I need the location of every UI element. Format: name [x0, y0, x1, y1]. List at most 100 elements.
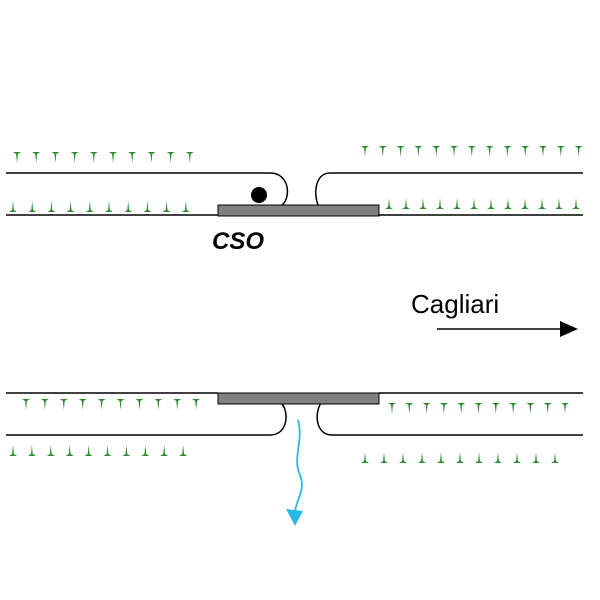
spike-marker — [396, 146, 405, 157]
spike-marker — [51, 152, 60, 163]
spike-marker — [538, 198, 546, 209]
spike-marker — [65, 445, 74, 456]
spike-marker — [173, 399, 182, 410]
spike-marker — [422, 403, 431, 414]
spike-marker — [124, 201, 133, 212]
top-right-track — [315, 172, 583, 206]
spike-marker — [467, 146, 476, 157]
spike-marker — [27, 445, 36, 456]
spike-marker — [78, 399, 87, 410]
spike-marker — [154, 399, 163, 410]
spike-marker — [103, 445, 112, 456]
spike-marker — [521, 146, 530, 157]
spike-marker — [453, 198, 461, 209]
spikes-bottom-lower-left — [9, 445, 188, 456]
bottom-right-track — [316, 402, 583, 436]
spike-marker — [561, 403, 569, 414]
bottom-left-track — [6, 402, 287, 436]
spike-marker — [475, 452, 483, 463]
spike-marker — [59, 399, 68, 410]
spike-marker — [405, 403, 414, 414]
spike-marker — [179, 445, 188, 456]
spike-marker — [437, 452, 445, 463]
spike-marker — [361, 146, 369, 157]
spike-marker — [160, 445, 169, 456]
spike-marker — [487, 198, 495, 209]
spike-marker — [47, 201, 56, 212]
spike-marker — [450, 146, 458, 157]
spike-marker — [122, 445, 131, 456]
cso-label: CSO — [212, 228, 265, 255]
spike-marker — [380, 452, 388, 463]
spike-marker — [9, 445, 17, 456]
right-arrow-icon — [437, 321, 578, 337]
spike-marker — [181, 201, 190, 212]
spike-marker — [439, 403, 448, 414]
spike-marker — [399, 452, 407, 463]
spike-marker — [385, 198, 393, 209]
spike-marker — [470, 198, 478, 209]
spike-marker — [66, 201, 75, 212]
spike-marker — [574, 146, 583, 157]
spike-marker — [141, 445, 150, 456]
spike-marker — [162, 201, 171, 212]
spike-marker — [521, 198, 529, 209]
spike-marker — [89, 152, 98, 163]
spike-marker — [105, 201, 113, 212]
spike-marker — [28, 201, 37, 212]
spikes-top-upper-left — [13, 152, 194, 163]
spike-marker — [128, 152, 137, 163]
spikes-top-lower-right — [385, 198, 580, 209]
blue-down-arrow-icon — [286, 419, 303, 526]
spike-marker — [388, 403, 396, 414]
spike-marker — [85, 201, 94, 212]
spike-marker — [9, 201, 17, 212]
spike-marker — [526, 403, 535, 414]
spike-marker — [485, 146, 494, 157]
spikes-bottom-lower-right — [361, 452, 559, 463]
spike-marker — [418, 452, 426, 463]
spike-marker — [192, 399, 201, 410]
spike-marker — [40, 399, 49, 410]
spike-marker — [402, 198, 410, 209]
spike-marker — [109, 152, 117, 163]
spike-marker — [556, 146, 565, 157]
spike-marker — [46, 445, 55, 456]
spike-marker — [474, 403, 483, 414]
bottom-panel — [6, 392, 583, 436]
spikes-bottom-upper-left — [22, 399, 201, 410]
spike-marker — [551, 452, 559, 463]
spike-marker — [414, 146, 423, 157]
spike-marker — [543, 403, 552, 414]
spike-marker — [147, 152, 156, 163]
spike-marker — [509, 403, 518, 414]
direction-label: Cagliari — [411, 289, 500, 319]
spike-marker — [504, 198, 512, 209]
spike-marker — [456, 452, 464, 463]
spike-marker — [32, 152, 41, 163]
spike-marker — [532, 452, 540, 463]
spikes-bottom-upper-right — [388, 403, 569, 414]
spike-marker — [116, 399, 125, 410]
spike-marker — [432, 146, 441, 157]
spike-marker — [494, 452, 502, 463]
spikes-top-lower-left — [9, 201, 190, 212]
spike-marker — [503, 146, 512, 157]
top-left-track — [6, 172, 289, 206]
top-cso-platform — [217, 204, 380, 217]
spike-marker — [457, 403, 466, 414]
spikes-top-upper-right — [361, 146, 583, 157]
spike-marker — [97, 399, 106, 410]
spike-marker — [419, 198, 427, 209]
spike-marker — [378, 146, 387, 157]
spike-marker — [361, 452, 369, 463]
spike-marker — [166, 152, 175, 163]
spike-marker — [572, 198, 580, 209]
spike-marker — [513, 452, 521, 463]
spike-marker — [185, 152, 194, 163]
spike-marker — [70, 152, 79, 163]
spike-marker — [22, 399, 30, 410]
spike-marker — [84, 445, 93, 456]
spike-marker — [13, 152, 21, 163]
